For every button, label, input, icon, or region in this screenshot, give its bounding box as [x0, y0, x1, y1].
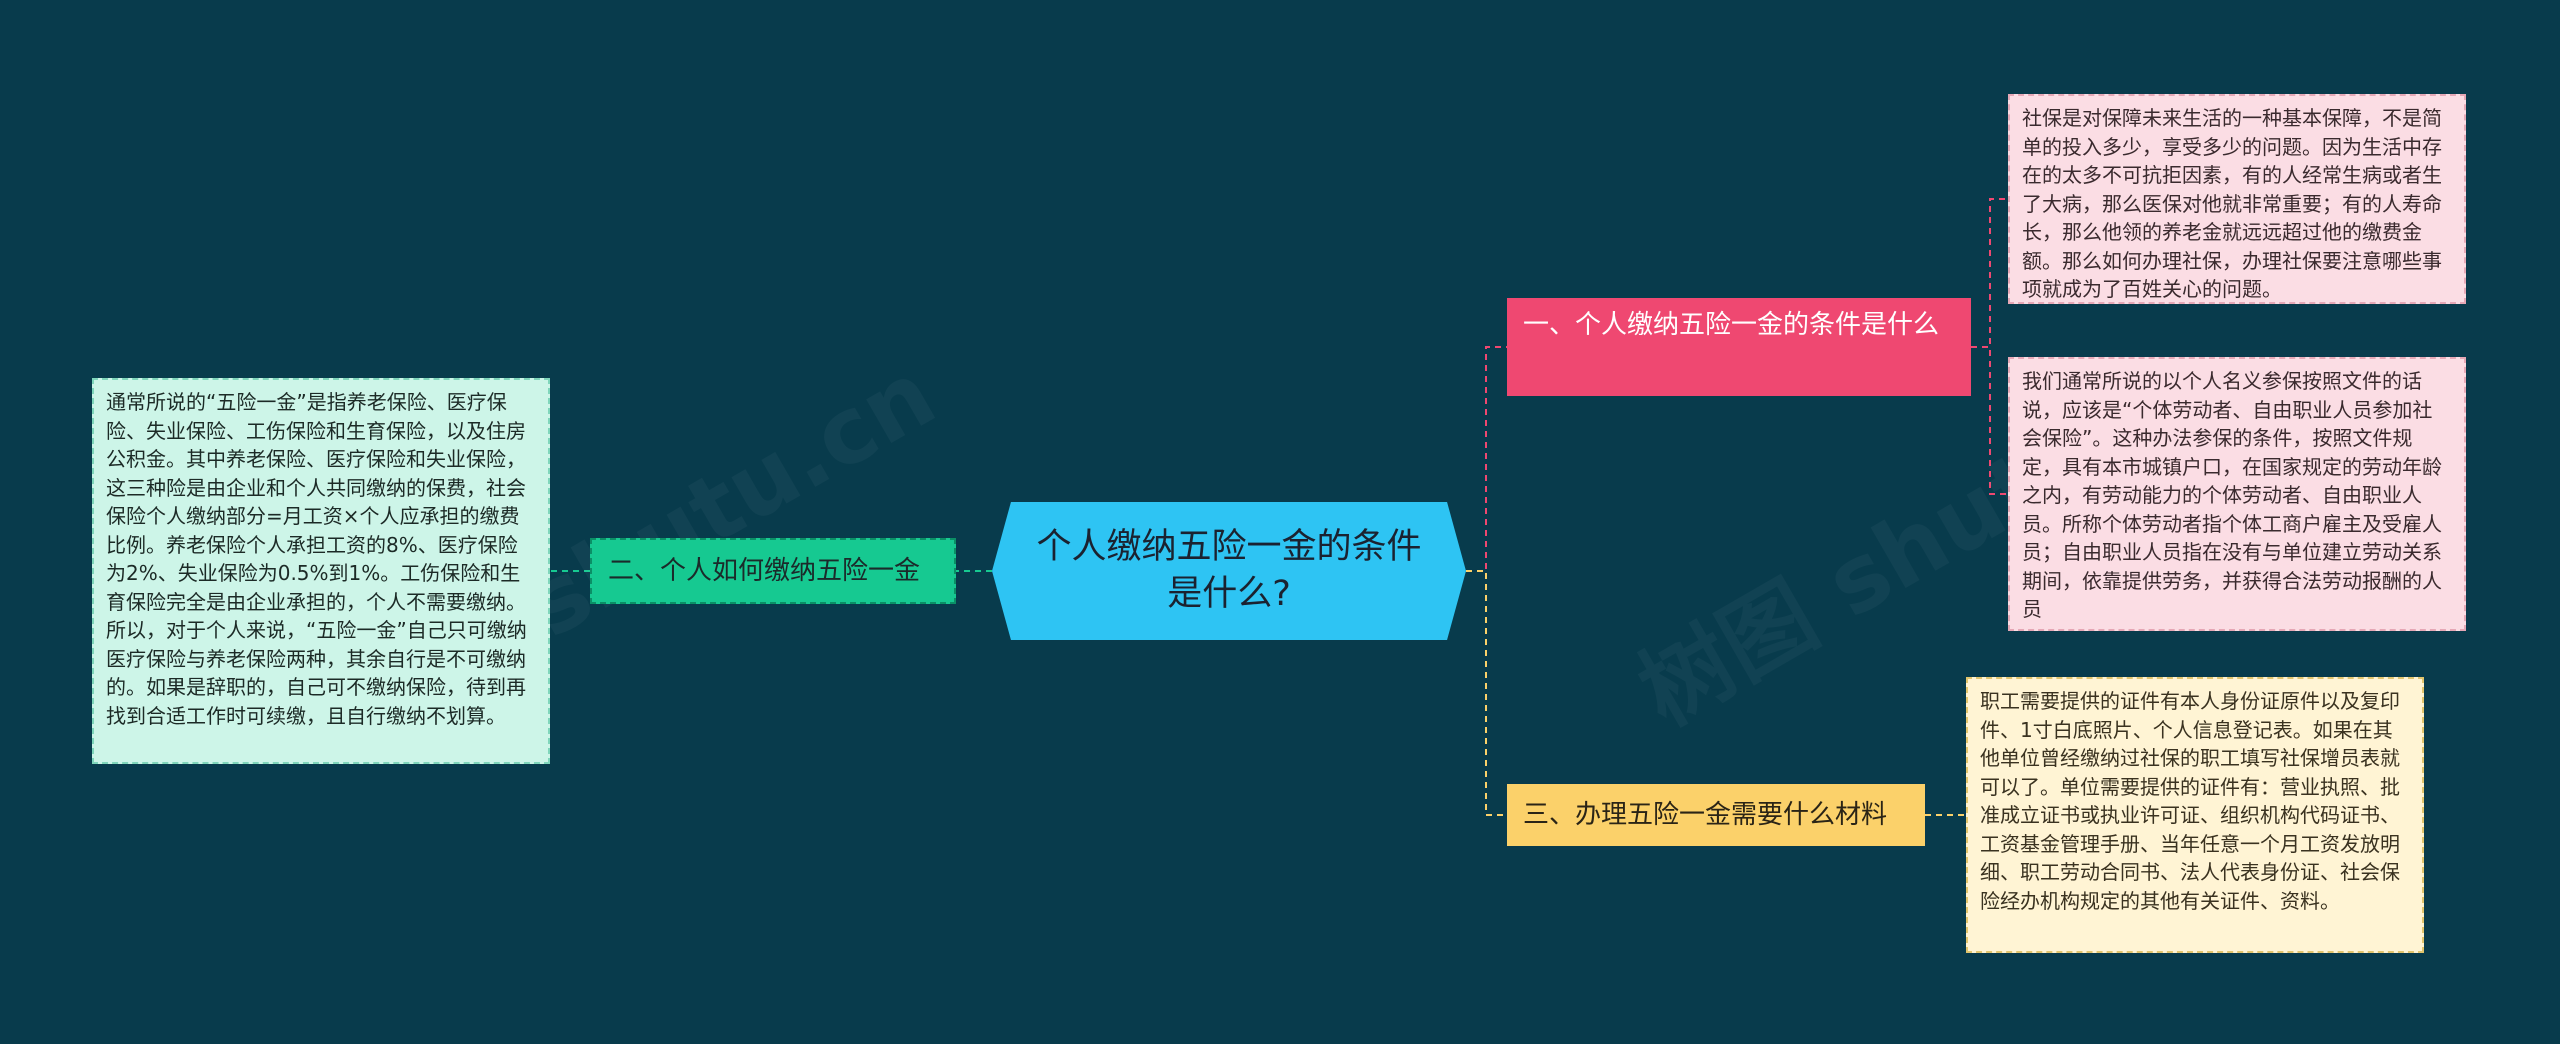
branch-2-topic[interactable]: 二、个人如何缴纳五险一金: [590, 538, 956, 604]
branch-1-leaf-2[interactable]: 我们通常所说的以个人名义参保按照文件的话说，应该是“个体劳动者、自由职业人员参加…: [2008, 357, 2466, 631]
branch-3-leaf-1-text: 职工需要提供的证件有本人身份证原件以及复印件、1寸白底照片、个人信息登记表。如果…: [1980, 689, 2400, 913]
branch-2-label: 二、个人如何缴纳五险一金: [608, 556, 921, 586]
branch-1-topic[interactable]: 一、个人缴纳五险一金的条件是什么: [1507, 298, 1971, 396]
branch-1-leaf-2-text: 我们通常所说的以个人名义参保按照文件的话说，应该是“个体劳动者、自由职业人员参加…: [2022, 369, 2442, 621]
branch-3-label: 三、办理五险一金需要什么材料: [1523, 800, 1888, 830]
link-branch1-leaf2: [1971, 346, 2008, 495]
branch-3-leaf-1[interactable]: 职工需要提供的证件有本人身份证原件以及复印件、1寸白底照片、个人信息登记表。如果…: [1966, 677, 2424, 953]
branch-1-label: 一、个人缴纳五险一金的条件是什么: [1523, 310, 1940, 340]
branch-1-leaf-1[interactable]: 社保是对保障未来生活的一种基本保障，不是简单的投入多少，享受多少的问题。因为生活…: [2008, 94, 2466, 304]
central-topic[interactable]: 个人缴纳五险一金的条件是什么?: [992, 502, 1466, 640]
link-center-branch1: [1466, 346, 1507, 572]
branch-2-leaf-1[interactable]: 通常所说的“五险一金”是指养老保险、医疗保险、失业保险、工伤保险和生育保险，以及…: [92, 378, 550, 764]
branch-3-topic[interactable]: 三、办理五险一金需要什么材料: [1507, 784, 1925, 846]
central-topic-label: 个人缴纳五险一金的条件是什么?: [1036, 527, 1422, 614]
link-branch1-leaf1: [1971, 198, 2008, 348]
branch-1-leaf-1-text: 社保是对保障未来生活的一种基本保障，不是简单的投入多少，享受多少的问题。因为生活…: [2022, 106, 2442, 301]
link-center-branch3: [1466, 570, 1507, 816]
branch-2-leaf-1-text: 通常所说的“五险一金”是指养老保险、医疗保险、失业保险、工伤保险和生育保险，以及…: [106, 390, 527, 728]
